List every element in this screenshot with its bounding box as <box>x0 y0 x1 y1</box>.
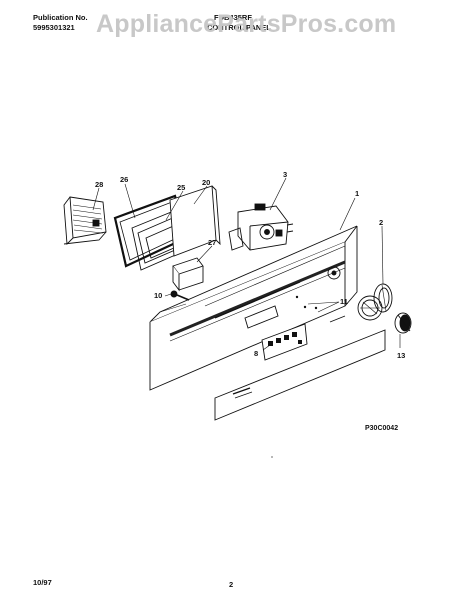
publication-number: 5995301321 <box>33 23 75 32</box>
part-20-shape <box>169 185 221 257</box>
callout-3: 3 <box>283 170 287 179</box>
part-3-shape <box>228 203 294 251</box>
watermark: AppliancePartsPros.com <box>96 10 397 38</box>
model-number: FDB435RF <box>214 13 252 22</box>
callout-20: 20 <box>202 178 210 187</box>
part-10-shape <box>170 290 190 301</box>
callout-10: 10 <box>154 291 162 300</box>
part-28-shape <box>63 196 107 246</box>
callout-27: 27 <box>208 238 216 247</box>
callout-25: 25 <box>177 183 185 192</box>
footer-date: 10/97 <box>33 578 52 587</box>
callout-13: 13 <box>397 351 405 360</box>
leader-lines <box>92 177 401 351</box>
part-27-shape <box>172 257 204 292</box>
callout-2: 2 <box>379 218 383 227</box>
part-8-shape <box>261 323 308 361</box>
part-13-shape <box>394 312 412 334</box>
page-number: 2 <box>229 580 234 589</box>
callout-26: 26 <box>120 175 128 184</box>
callout-11: 11 <box>340 297 348 306</box>
page-title: CONTROL PANEL <box>207 23 271 32</box>
callout-1: 1 <box>355 189 359 198</box>
part-11-shape <box>214 295 386 421</box>
callout-28: 28 <box>95 180 103 189</box>
callout-8: 8 <box>254 349 258 358</box>
part-1-shape <box>149 225 358 391</box>
figure-code: P30C0042 <box>365 425 399 432</box>
publication-label: Publication No. <box>33 13 88 22</box>
